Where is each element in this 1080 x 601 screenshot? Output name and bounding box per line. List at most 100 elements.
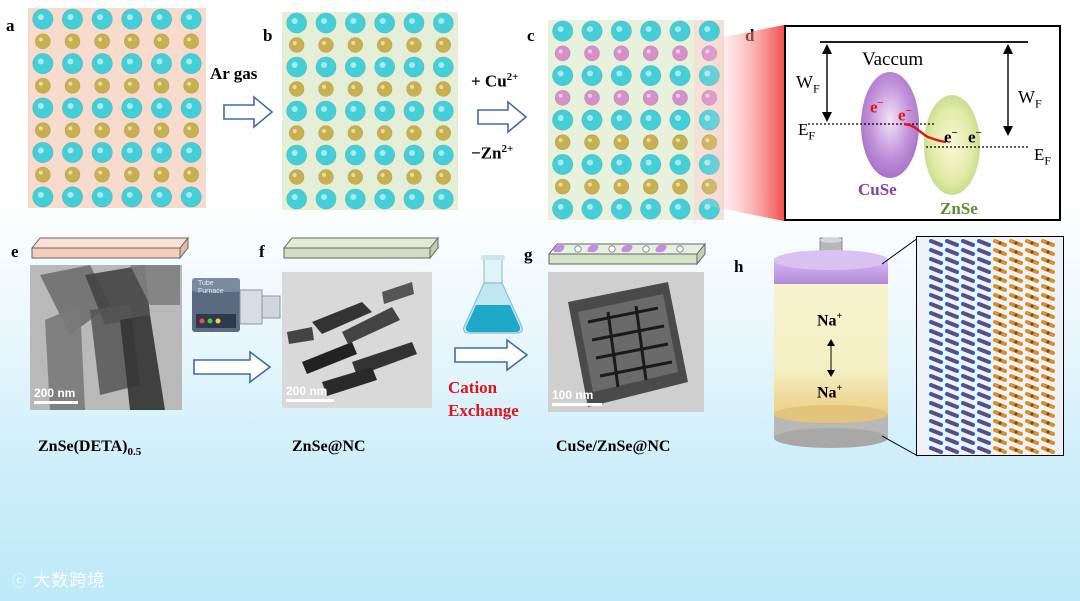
- atom-se: [123, 166, 140, 183]
- scale-bar-e: 200 nm: [34, 386, 78, 404]
- cuse-ellipse: [861, 72, 919, 178]
- watermark: ⓒ 大数跨境: [12, 571, 106, 591]
- atom-se: [123, 33, 140, 50]
- plus-cu-label: + Cu2+: [471, 71, 519, 91]
- atom-se: [288, 125, 305, 141]
- znse-ellipse: [924, 95, 980, 195]
- atom-se: [347, 37, 364, 53]
- ef-right-label: EF: [1034, 145, 1052, 168]
- atom-cu: [554, 89, 571, 106]
- atom-se: [183, 77, 200, 94]
- minus-zn-label: −Zn2+: [471, 143, 514, 163]
- atom-cu: [613, 89, 630, 106]
- atom-se: [34, 166, 51, 183]
- atom-se: [376, 169, 393, 185]
- battery-illustration: [774, 237, 888, 448]
- electrode-structure-graphics: [929, 239, 1055, 454]
- pore: [676, 245, 684, 253]
- vacuum-label: Vaccum: [862, 49, 924, 70]
- atom-se: [318, 169, 334, 185]
- cuse-nanoparticle: [553, 245, 565, 252]
- na-ion-top: Na+: [817, 311, 843, 330]
- band-diagram-graphics: [808, 41, 1028, 195]
- atom-cu: [642, 89, 659, 106]
- wf-right-label: WF: [1018, 87, 1042, 111]
- zoom-wedge: [694, 25, 784, 221]
- atom-se: [153, 33, 170, 50]
- arrow-a-to-b: [223, 95, 274, 129]
- panel-label-g: g: [524, 245, 533, 264]
- tube-furnace-label: Tube Furnace: [198, 280, 224, 295]
- panel-label-b: b: [263, 26, 273, 45]
- flask-icon: [463, 255, 523, 334]
- nanosheet-slab-e: [30, 236, 190, 260]
- atom-se: [347, 169, 364, 185]
- lattice-panel-b: [282, 12, 458, 210]
- arrow-f-to-g: [454, 338, 529, 372]
- atom-se: [94, 33, 111, 50]
- band-diagram-panel: Vaccum WF WF EF EF e− e− e− e− CuSe ZnSe: [784, 25, 1061, 221]
- atom-cu: [672, 45, 688, 62]
- atom-se: [642, 134, 659, 151]
- pore: [608, 245, 616, 253]
- caption-f: ZnSe@NC: [292, 438, 366, 455]
- panel-label-a: a: [6, 16, 15, 35]
- atom-se: [435, 125, 452, 141]
- atom-cu: [584, 45, 600, 62]
- electron-label-4: e−: [968, 127, 982, 147]
- atom-se: [153, 122, 170, 139]
- exchange-label: Exchange: [448, 401, 519, 420]
- atom-se: [435, 37, 452, 53]
- atom-cu: [584, 89, 600, 106]
- cation-label: Cation: [448, 378, 498, 397]
- atom-se: [64, 122, 81, 139]
- panel-label-c: c: [527, 26, 535, 45]
- znse-label: ZnSe: [940, 199, 978, 218]
- atom-se: [318, 81, 334, 97]
- atom-se: [406, 169, 422, 185]
- atom-se: [672, 178, 688, 195]
- atom-se: [584, 134, 600, 151]
- electron-label-2: e−: [898, 105, 912, 125]
- atom-se: [94, 166, 111, 183]
- caption-g: CuSe/ZnSe@NC: [556, 438, 671, 455]
- panel-label-f: f: [259, 242, 265, 261]
- atom-se: [406, 125, 422, 141]
- cuse-nanoparticle: [587, 245, 599, 252]
- scale-bar-f: 200 nm: [286, 384, 334, 402]
- atom-se: [288, 169, 305, 185]
- atom-se: [34, 122, 51, 139]
- scale-bar-g: 100 nm: [552, 388, 602, 406]
- ar-gas-label: Ar gas: [210, 64, 258, 83]
- caption-e: ZnSe(DETA)0.5: [38, 438, 142, 459]
- electron-label-1: e−: [870, 97, 884, 117]
- atom-se: [288, 81, 305, 97]
- atom-se: [318, 37, 334, 53]
- atom-se: [94, 77, 111, 94]
- atom-se: [406, 37, 422, 53]
- atom-se: [376, 81, 393, 97]
- tem-image-g: 100 nm: [548, 272, 704, 412]
- pore: [642, 245, 650, 253]
- atom-cu: [672, 89, 688, 106]
- atom-se: [406, 81, 422, 97]
- cuse-label: CuSe: [858, 180, 897, 199]
- tem-image-e: 200 nm: [30, 265, 182, 410]
- atom-se: [64, 77, 81, 94]
- atom-se: [376, 125, 393, 141]
- tem-image-f: 200 nm: [282, 272, 432, 408]
- atom-se: [123, 77, 140, 94]
- atom-se: [94, 122, 111, 139]
- atom-se: [123, 122, 140, 139]
- electrode-structure: [916, 236, 1064, 456]
- atom-se: [183, 33, 200, 50]
- wf-left-label: WF: [796, 72, 820, 96]
- cuse-nanoparticle: [655, 245, 667, 252]
- atom-se: [183, 166, 200, 183]
- atom-se: [153, 77, 170, 94]
- atom-cu: [613, 45, 630, 62]
- atom-se: [672, 134, 688, 151]
- atom-se: [288, 37, 305, 53]
- cuse-nanoparticle: [621, 245, 633, 252]
